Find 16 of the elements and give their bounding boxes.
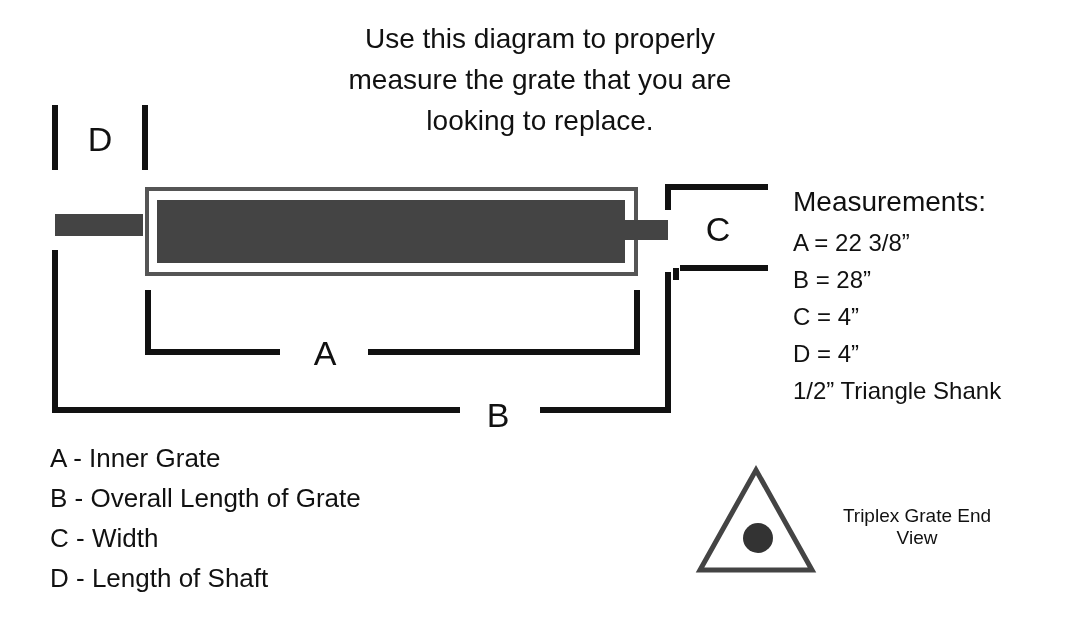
measurement-value: C = 4” [793,303,860,331]
measurement-value: B = 28” [793,266,872,294]
dimension-label: A [312,334,338,374]
measurement-value: 1/2” Triangle Shank [793,377,1002,405]
dimension-label: C [704,210,732,250]
measurements-heading: Measurements: [793,186,986,219]
dimension-label: D [86,120,114,160]
dimension-label: B [485,396,511,436]
caption: Triplex Grate End View [841,505,993,549]
legend-text: B - Overall Length of Grate [50,484,361,514]
legend-text: A - Inner Grate [50,444,221,474]
measurement-value: A = 22 3/8” [793,229,910,257]
measurement-value: D = 4” [793,340,860,368]
legend-text: C - Width [50,524,159,554]
legend-text: D - Length of Shaft [50,564,269,594]
title: Use this diagram to properly measure the grate that you are looking to replace. [347,22,733,138]
